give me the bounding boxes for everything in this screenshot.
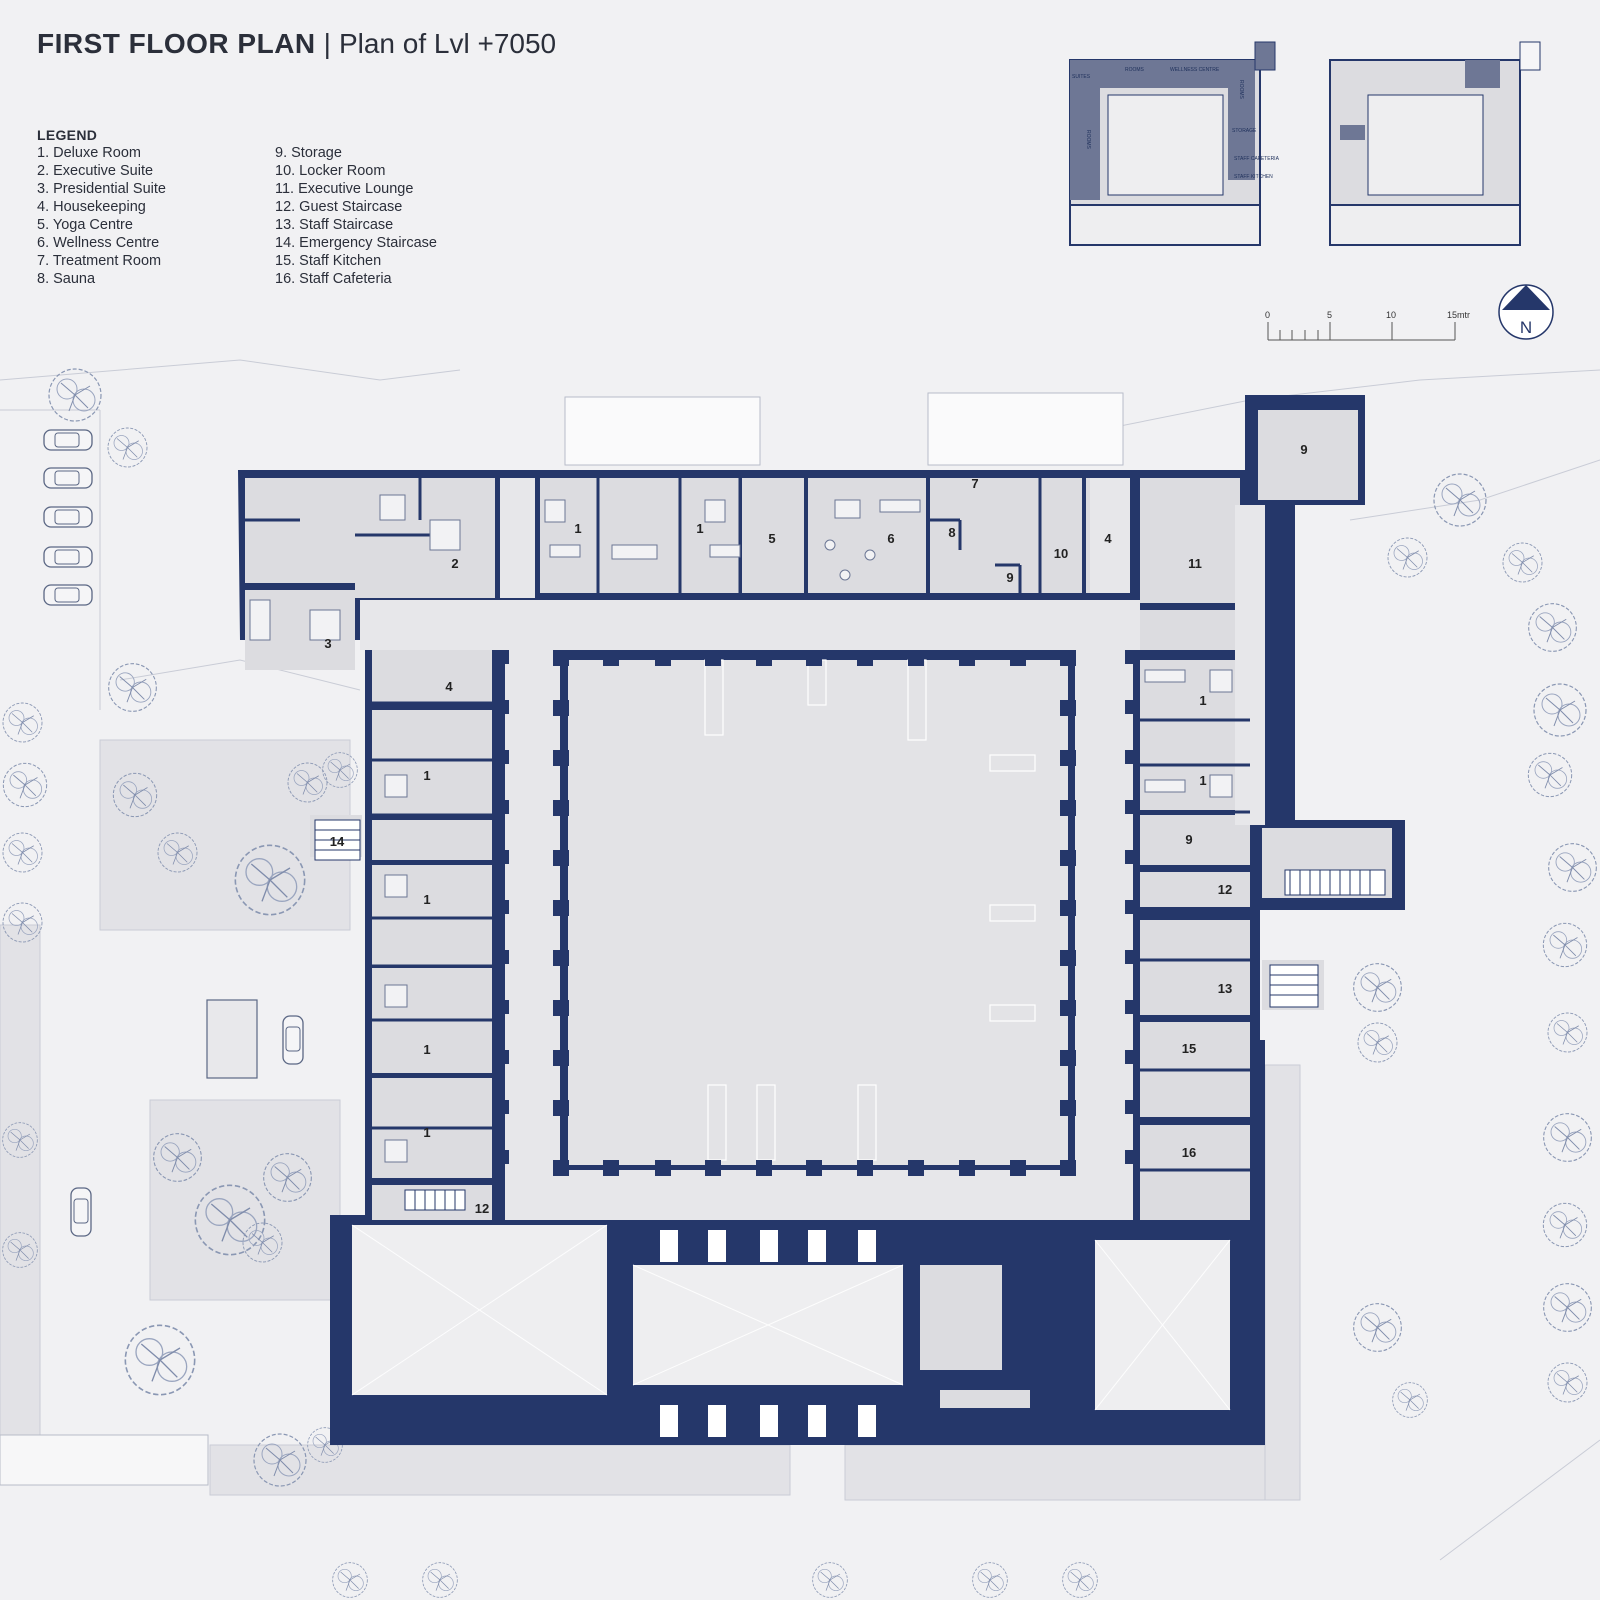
room-label-housekeeping: 4 xyxy=(1104,531,1112,546)
plan-title-sub: Plan of Lvl +7050 xyxy=(338,28,557,59)
scale-label: 0 xyxy=(1265,310,1270,320)
north-label: N xyxy=(1520,318,1532,337)
key-plan-label: STAFF KITCHEN xyxy=(1234,174,1273,180)
legend-item: 14. Emergency Staircase xyxy=(275,235,437,251)
room-label-storage: 9 xyxy=(1006,570,1013,585)
room-label-deluxe: 1 xyxy=(696,521,703,536)
key-plan-label: STAFF CAFETERIA xyxy=(1234,156,1280,162)
room-label-deluxe: 1 xyxy=(423,1042,430,1057)
key-plan-label: SUITES xyxy=(1072,74,1091,80)
furniture xyxy=(249,494,1233,1163)
legend-item: 13. Staff Staircase xyxy=(275,217,394,233)
key-plan-label: ROOMS xyxy=(1238,80,1244,100)
room-label-executive-suite: 2 xyxy=(451,556,458,571)
legend-column-1: 1. Deluxe Room 2. Executive Suite 3. Pre… xyxy=(37,144,275,288)
legend-heading: LEGEND xyxy=(37,127,98,143)
room-label-staff-cafeteria: 16 xyxy=(1182,1145,1196,1160)
room-label-guest-staircase: 12 xyxy=(475,1201,489,1216)
legend-item: 6. Wellness Centre xyxy=(37,235,160,251)
plan-title-main: FIRST FLOOR PLAN xyxy=(37,28,316,59)
key-plan-2 xyxy=(1329,41,1541,246)
scale-label: 10 xyxy=(1386,310,1396,320)
legend-item: 15. Staff Kitchen xyxy=(275,253,382,269)
legend-item: 12. Guest Staircase xyxy=(275,199,403,215)
legend-item: 1. Deluxe Room xyxy=(37,145,141,161)
legend-item: 2. Executive Suite xyxy=(37,163,154,179)
key-plan-label: STORAGE xyxy=(1232,128,1257,134)
legend: LEGEND 1. Deluxe Room 2. Executive Suite… xyxy=(37,126,513,288)
legend-item: 16. Staff Cafeteria xyxy=(275,271,392,287)
room-label-deluxe: 1 xyxy=(423,1125,430,1140)
room-label-deluxe: 1 xyxy=(1199,693,1206,708)
legend-item: 8. Sauna xyxy=(37,271,96,287)
plan-title: FIRST FLOOR PLAN|Plan of Lvl +7050 xyxy=(37,28,556,60)
room-label-yoga: 5 xyxy=(768,531,775,546)
legend-item: 4. Housekeeping xyxy=(37,199,146,215)
room-label-emergency-staircase: 14 xyxy=(330,834,345,849)
legend-item: 5. Yoga Centre xyxy=(37,217,133,233)
room-label-deluxe: 1 xyxy=(423,892,430,907)
legend-item: 9. Storage xyxy=(275,145,342,161)
room-label-storage: 9 xyxy=(1185,832,1192,847)
room-label-executive-lounge: 11 xyxy=(1188,556,1202,571)
room-label-deluxe: 1 xyxy=(1199,773,1206,788)
site-context xyxy=(0,359,1600,1561)
room-label-staff-staircase: 13 xyxy=(1218,981,1232,996)
room-label-deluxe: 1 xyxy=(423,768,430,783)
room-label-sauna: 8 xyxy=(948,525,955,540)
room-label-wellness: 6 xyxy=(887,531,894,546)
room-labels: 1 1 5 6 7 8 9 10 4 2 3 4 9 11 1 1 9 12 1… xyxy=(324,442,1307,1216)
courtyard xyxy=(568,660,1068,1165)
room-label-guest-staircase: 12 xyxy=(1218,882,1232,897)
legend-item: 11. Executive Lounge xyxy=(275,181,414,197)
room-label-housekeeping: 4 xyxy=(445,679,453,694)
legend-item: 10. Locker Room xyxy=(275,163,386,179)
scale-bar: 0 5 10 15mtr xyxy=(1265,310,1470,341)
legend-item: 7. Treatment Room xyxy=(37,253,162,269)
staircases xyxy=(314,819,1386,1211)
key-plan-label: ROOMS xyxy=(1125,67,1145,73)
room-label-presidential-suite: 3 xyxy=(324,636,331,651)
legend-column-2: 9. Storage 10. Locker Room 11. Executive… xyxy=(275,144,513,288)
scale-label: 15mtr xyxy=(1447,310,1470,320)
legend-item: 3. Presidential Suite xyxy=(37,181,166,197)
north-arrow-icon: N xyxy=(1498,284,1554,340)
room-label-locker: 10 xyxy=(1054,546,1068,561)
building xyxy=(238,395,1405,1445)
room-label-treatment: 7 xyxy=(971,476,978,491)
room-label-deluxe: 1 xyxy=(574,521,581,536)
key-plan-label: ROOMS xyxy=(1085,130,1091,150)
key-plan-label: WELLNESS CENTRE xyxy=(1170,67,1220,73)
room-label-staff-kitchen: 15 xyxy=(1182,1041,1196,1056)
site-areas xyxy=(0,392,1301,1501)
title-separator: | xyxy=(323,28,331,59)
scale-label: 5 xyxy=(1327,310,1332,320)
room-label-storage: 9 xyxy=(1300,442,1307,457)
key-plan-1: SUITES ROOMS WELLNESS CENTRE ROOMS ROOMS… xyxy=(1069,41,1280,246)
